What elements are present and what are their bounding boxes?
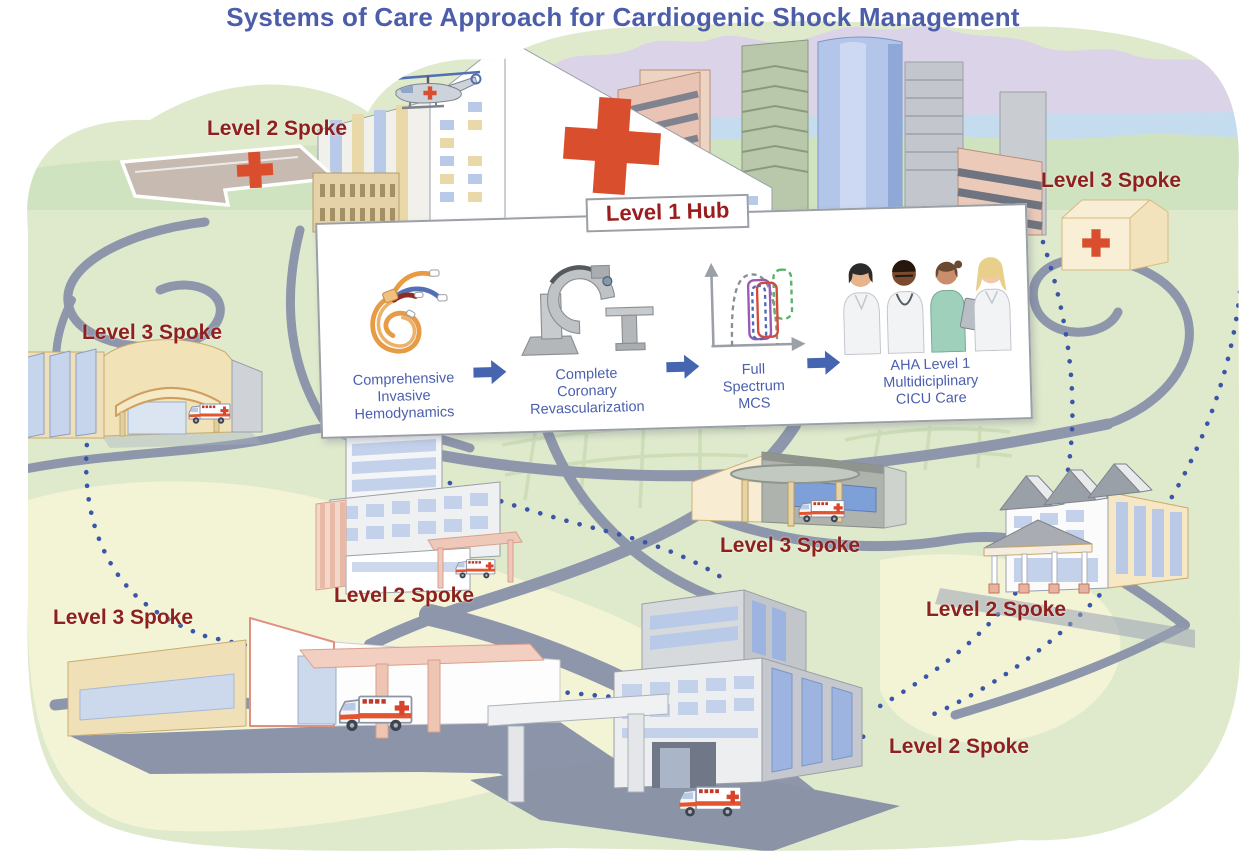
flow-arrow-icon xyxy=(807,349,841,381)
flow-arrow-icon xyxy=(666,353,700,385)
west-clinic-building xyxy=(27,339,263,448)
center-clinic-building xyxy=(691,451,907,529)
flow-arrow-icon xyxy=(473,359,507,391)
east-hospital-building xyxy=(935,463,1195,648)
pv-loop-chart-icon xyxy=(695,223,807,359)
step-label: Full Spectrum MCS xyxy=(722,361,786,413)
step-label: AHA Level 1 Multidiciplinary CICU Care xyxy=(883,355,979,408)
pulmonary-artery-catheter-icon xyxy=(330,233,474,370)
spoke-label-east-hospital: Level 2 Spoke xyxy=(925,598,1067,621)
south-hospital-building xyxy=(470,589,900,851)
hub-step-cicu-care: AHA Level 1 Multidiciplinary CICU Care xyxy=(836,217,1021,410)
level-1-hub-panel: Level 1 Hub xyxy=(315,193,1033,439)
spoke-label-northwest-helipad: Level 2 Spoke xyxy=(206,117,348,140)
hub-step-mcs: Full Spectrum MCS xyxy=(695,223,808,414)
center-west-hospital-building xyxy=(315,429,523,595)
hub-step-hemodynamics: Comprehensive Invasive Hemodynamics xyxy=(330,233,475,425)
spoke-label-southwest-clinic: Level 3 Spoke xyxy=(52,606,194,629)
care-team-icon xyxy=(836,217,1020,355)
northeast-clinic-building xyxy=(1061,199,1169,271)
page-title: Systems of Care Approach for Cardiogenic… xyxy=(226,2,1020,32)
spoke-label-center-clinic: Level 3 Spoke xyxy=(719,534,861,557)
hub-title-tab: Level 1 Hub xyxy=(585,193,750,233)
helipad xyxy=(119,144,340,207)
helicopter-icon xyxy=(377,70,482,110)
step-label: Complete Coronary Revascularization xyxy=(529,365,645,418)
spoke-label-south-hospital: Level 2 Spoke xyxy=(888,735,1030,758)
step-label: Comprehensive Invasive Hemodynamics xyxy=(352,369,455,423)
spoke-label-center-west-hospital: Level 2 Spoke xyxy=(333,584,475,607)
cath-lab-c-arm-icon xyxy=(502,227,666,364)
spoke-label-west-clinic: Level 3 Spoke xyxy=(81,321,223,344)
spoke-label-northeast-clinic: Level 3 Spoke xyxy=(1040,169,1182,192)
hub-step-revascularization: Complete Coronary Revascularization xyxy=(502,227,667,419)
